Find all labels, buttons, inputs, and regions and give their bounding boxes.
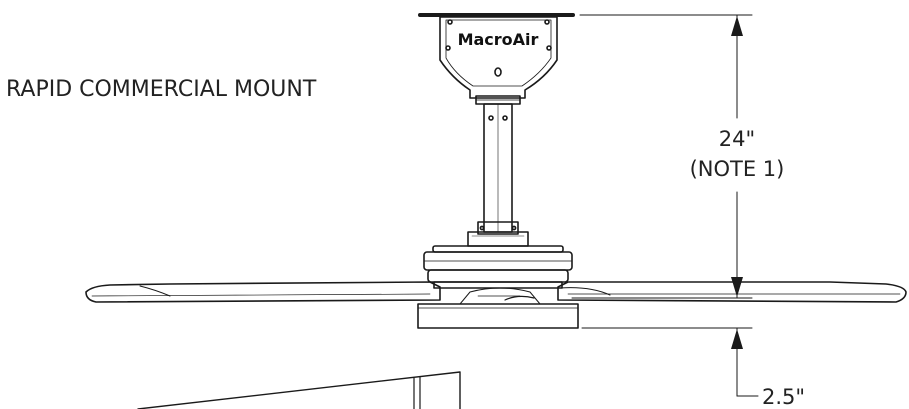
downrod bbox=[467, 103, 529, 247]
partial-fixture-bottom bbox=[137, 371, 461, 409]
height-dimension-note: (NOTE 1) bbox=[690, 157, 785, 181]
mount-housing bbox=[439, 16, 558, 105]
height-dimension-value: 24" bbox=[719, 127, 755, 151]
motor-housing bbox=[423, 245, 573, 289]
fan-blade-right bbox=[557, 281, 907, 303]
blade-hub bbox=[459, 287, 541, 305]
clearance-dimension-value: 2.5" bbox=[762, 385, 805, 409]
drawing-title: RAPID COMMERCIAL MOUNT bbox=[6, 77, 317, 102]
dimension-clearance bbox=[581, 327, 759, 397]
macroair-logo: MacroAir bbox=[458, 30, 539, 49]
fan-blade-left bbox=[85, 281, 441, 303]
dimension-height bbox=[571, 14, 753, 299]
light-housing bbox=[417, 303, 579, 329]
